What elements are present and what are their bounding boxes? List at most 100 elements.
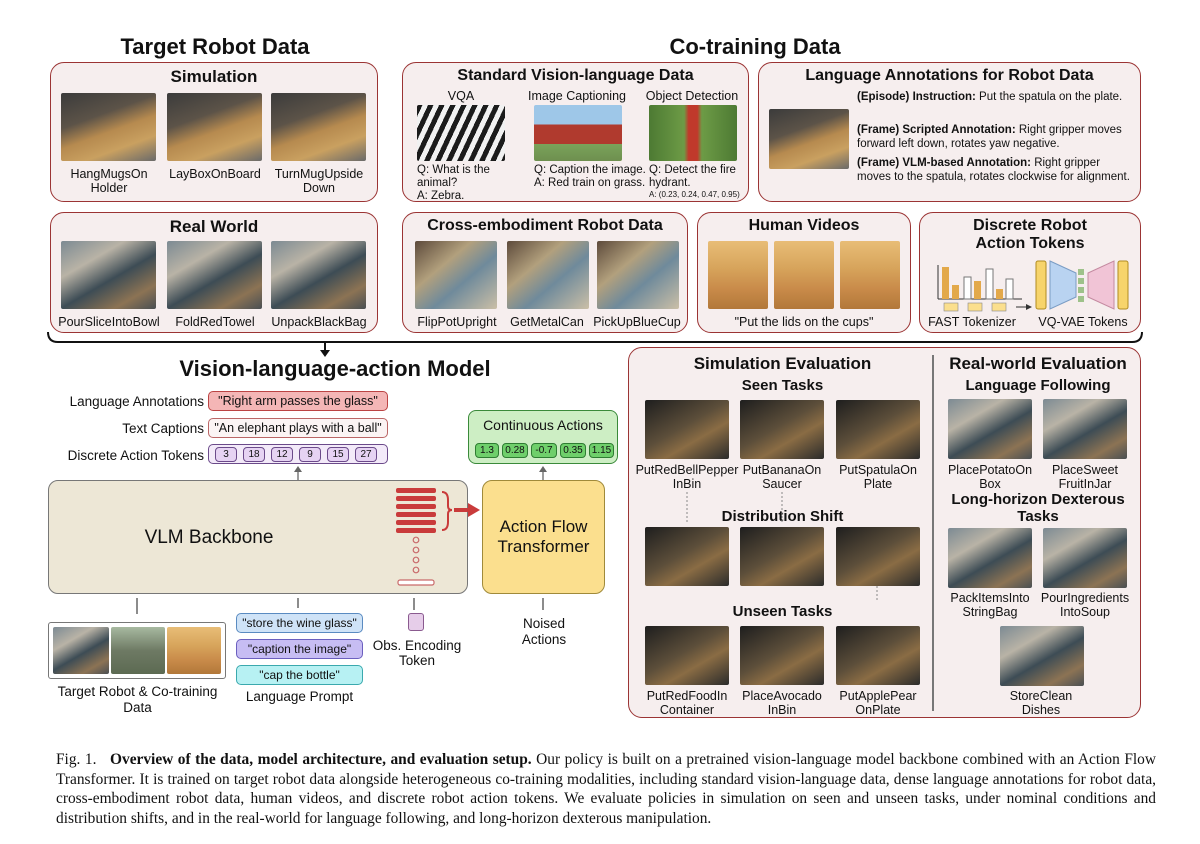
prompt-pill: "cap the bottle" xyxy=(236,665,363,685)
human-videos-caption: "Put the lids on the cups" xyxy=(734,315,874,329)
shift-dotted-links xyxy=(686,492,878,600)
thumb-robot xyxy=(53,627,109,674)
unseen-task-label: PlaceAvocado InBin xyxy=(742,689,822,717)
discrete-token-strip: 3 18 12 9 15 27 xyxy=(208,444,388,464)
cross-embodiment-title: Cross-embodiment Robot Data xyxy=(427,217,663,234)
sim-photo-3 xyxy=(271,93,366,161)
action-token: 27 xyxy=(355,446,377,462)
inputs-caption: Target Robot & Co-training Data xyxy=(57,684,218,715)
sim-task-label: LayBoxOnBoard xyxy=(169,167,261,181)
seen-photo-2 xyxy=(740,400,824,459)
training-data-thumbnails xyxy=(48,622,226,679)
real-photo-2 xyxy=(167,241,262,309)
action-value: 1.15 xyxy=(589,443,614,458)
seen-photo-3 xyxy=(836,400,920,459)
row-label: Text Captions xyxy=(122,421,204,436)
detection-text: Q: Detect the fire hydrant. xyxy=(649,164,736,189)
vqa-text: Q: What is the animal? A: Zebra. xyxy=(417,164,490,202)
prompt-pill: "store the wine glass" xyxy=(236,613,363,633)
vqvae-label: VQ-VAE Tokens xyxy=(1038,315,1128,329)
human-videos-title: Human Videos xyxy=(748,217,860,234)
lang-photo-2 xyxy=(1043,399,1127,459)
cross-task-label: PickUpBlueCup xyxy=(593,315,681,329)
lang-task-label: PlacePotatoOn Box xyxy=(947,463,1033,491)
sim-eval-title: Simulation Evaluation xyxy=(693,354,872,373)
unseen-task-label: PutRedFoodIn Container xyxy=(646,689,728,717)
figure-number: Fig. 1. xyxy=(56,751,97,768)
figure-caption-text: Our policy is built on a pretrained visi… xyxy=(56,751,1156,827)
human-videos-panel: Human Videos "Put the lids on the cups" xyxy=(697,212,911,333)
sim-photo-1 xyxy=(61,93,156,161)
model-connectors xyxy=(136,466,547,614)
annotation-instruction: (Episode) Instruction: Put the spatula o… xyxy=(857,91,1123,103)
vlm-backbone-label: VLM Backbone xyxy=(144,527,274,548)
shift-photo-2 xyxy=(740,527,824,586)
lang-photo-1 xyxy=(948,399,1032,459)
action-token: 12 xyxy=(271,446,293,462)
cotraining-bracket xyxy=(47,331,1143,357)
text-caption-pill: "An elephant plays with a ball" xyxy=(208,418,388,438)
lh-photo-2 xyxy=(1043,528,1127,588)
thumb-elephant xyxy=(111,627,165,674)
obs-encoding-label: Obs. Encoding Token xyxy=(372,638,462,668)
sim-task-label: TurnMugUpside Down xyxy=(274,167,364,195)
thumb-hands xyxy=(167,627,221,674)
hydrant-photo xyxy=(649,105,737,161)
noised-actions-label: Noised Actions xyxy=(521,616,567,647)
simulation-panel: Simulation HangMugsOn Holder LayBoxOnBoa… xyxy=(50,62,378,202)
real-task-label: UnpackBlackBag xyxy=(271,315,367,329)
captioning-head: Image Captioning xyxy=(528,89,626,103)
action-value: 1.3 xyxy=(475,443,499,458)
action-value: 0.28 xyxy=(502,443,528,458)
real-photo-3 xyxy=(271,241,366,309)
annotation-vlm: (Frame) VLM-based Annotation: Right grip… xyxy=(857,157,1130,183)
cross-photo-1 xyxy=(415,241,497,309)
cross-task-label: GetMetalCan xyxy=(510,315,584,329)
unseen-photo-1 xyxy=(645,626,729,685)
real-world-panel: Real World PourSliceIntoBowl FoldRedTowe… xyxy=(50,212,378,333)
continuous-actions-box: Continuous Actions 1.3 0.28 -0.7 0.35 1.… xyxy=(468,410,618,464)
human-photo-3 xyxy=(840,241,900,309)
cross-task-label: FlipPotUpright xyxy=(417,315,497,329)
real-task-label: PourSliceIntoBowl xyxy=(58,315,160,329)
detection-head: Object Detection xyxy=(645,89,739,103)
lang-task-label: PlaceSweet FruitInJar xyxy=(1051,463,1118,491)
figure-caption-bold: Overview of the data, model architecture… xyxy=(110,751,532,768)
discrete-tokens-title: Discrete Robot Action Tokens xyxy=(973,217,1087,252)
row-label: Discrete Action Tokens xyxy=(67,448,204,463)
unseen-task-label: PutApplePear OnPlate xyxy=(839,689,917,717)
sim-photo-2 xyxy=(167,93,262,161)
cross-embodiment-panel: Cross-embodiment Robot Data FlipPotUprig… xyxy=(402,212,688,333)
language-annotation-pill: "Right arm passes the glass" xyxy=(208,391,388,411)
language-following-title: Language Following xyxy=(965,377,1111,394)
captioning-text: Q: Caption the image. A: Red train on gr… xyxy=(534,164,646,189)
action-token: 9 xyxy=(299,446,321,462)
cotraining-data-heading: Co-training Data xyxy=(669,34,841,59)
lh-task-label: PackItemsInto StringBag xyxy=(950,591,1030,619)
seen-task-label: PutRedBellPepper InBin xyxy=(635,463,739,491)
eval-divider xyxy=(932,355,934,711)
language-annotations-title: Language Annotations for Robot Data xyxy=(805,67,1094,84)
language-annotations-panel: Language Annotations for Robot Data (Epi… xyxy=(758,62,1141,202)
seen-tasks-title: Seen Tasks xyxy=(741,377,824,394)
prompt-caption: Language Prompt xyxy=(245,689,354,704)
real-world-title: Real World xyxy=(169,217,259,236)
shift-photo-3 xyxy=(836,527,920,586)
detection-coords: A: (0.23, 0.24, 0.47, 0.95) xyxy=(649,190,740,199)
action-token: 18 xyxy=(243,446,265,462)
action-token: 3 xyxy=(215,446,237,462)
seen-task-label: PutBananaOn Saucer xyxy=(742,463,822,491)
vlm-token-stack xyxy=(396,488,480,586)
action-flow-label: Action Flow Transformer xyxy=(497,517,590,556)
vla-model-heading: Vision-language-action Model xyxy=(179,356,491,381)
continuous-actions-title: Continuous Actions xyxy=(483,417,603,433)
action-value: -0.7 xyxy=(531,443,557,458)
fast-tokenizer-label: FAST Tokenizer xyxy=(928,315,1016,329)
standard-vl-title: Standard Vision-language Data xyxy=(457,67,694,84)
unseen-photo-3 xyxy=(836,626,920,685)
human-photo-1 xyxy=(708,241,768,309)
target-robot-data-heading: Target Robot Data xyxy=(120,34,310,59)
annotation-scripted: (Frame) Scripted Annotation: Right gripp… xyxy=(857,124,1122,150)
prompt-pill: "caption the image" xyxy=(236,639,363,659)
tokenizer-diagram xyxy=(937,260,1129,312)
